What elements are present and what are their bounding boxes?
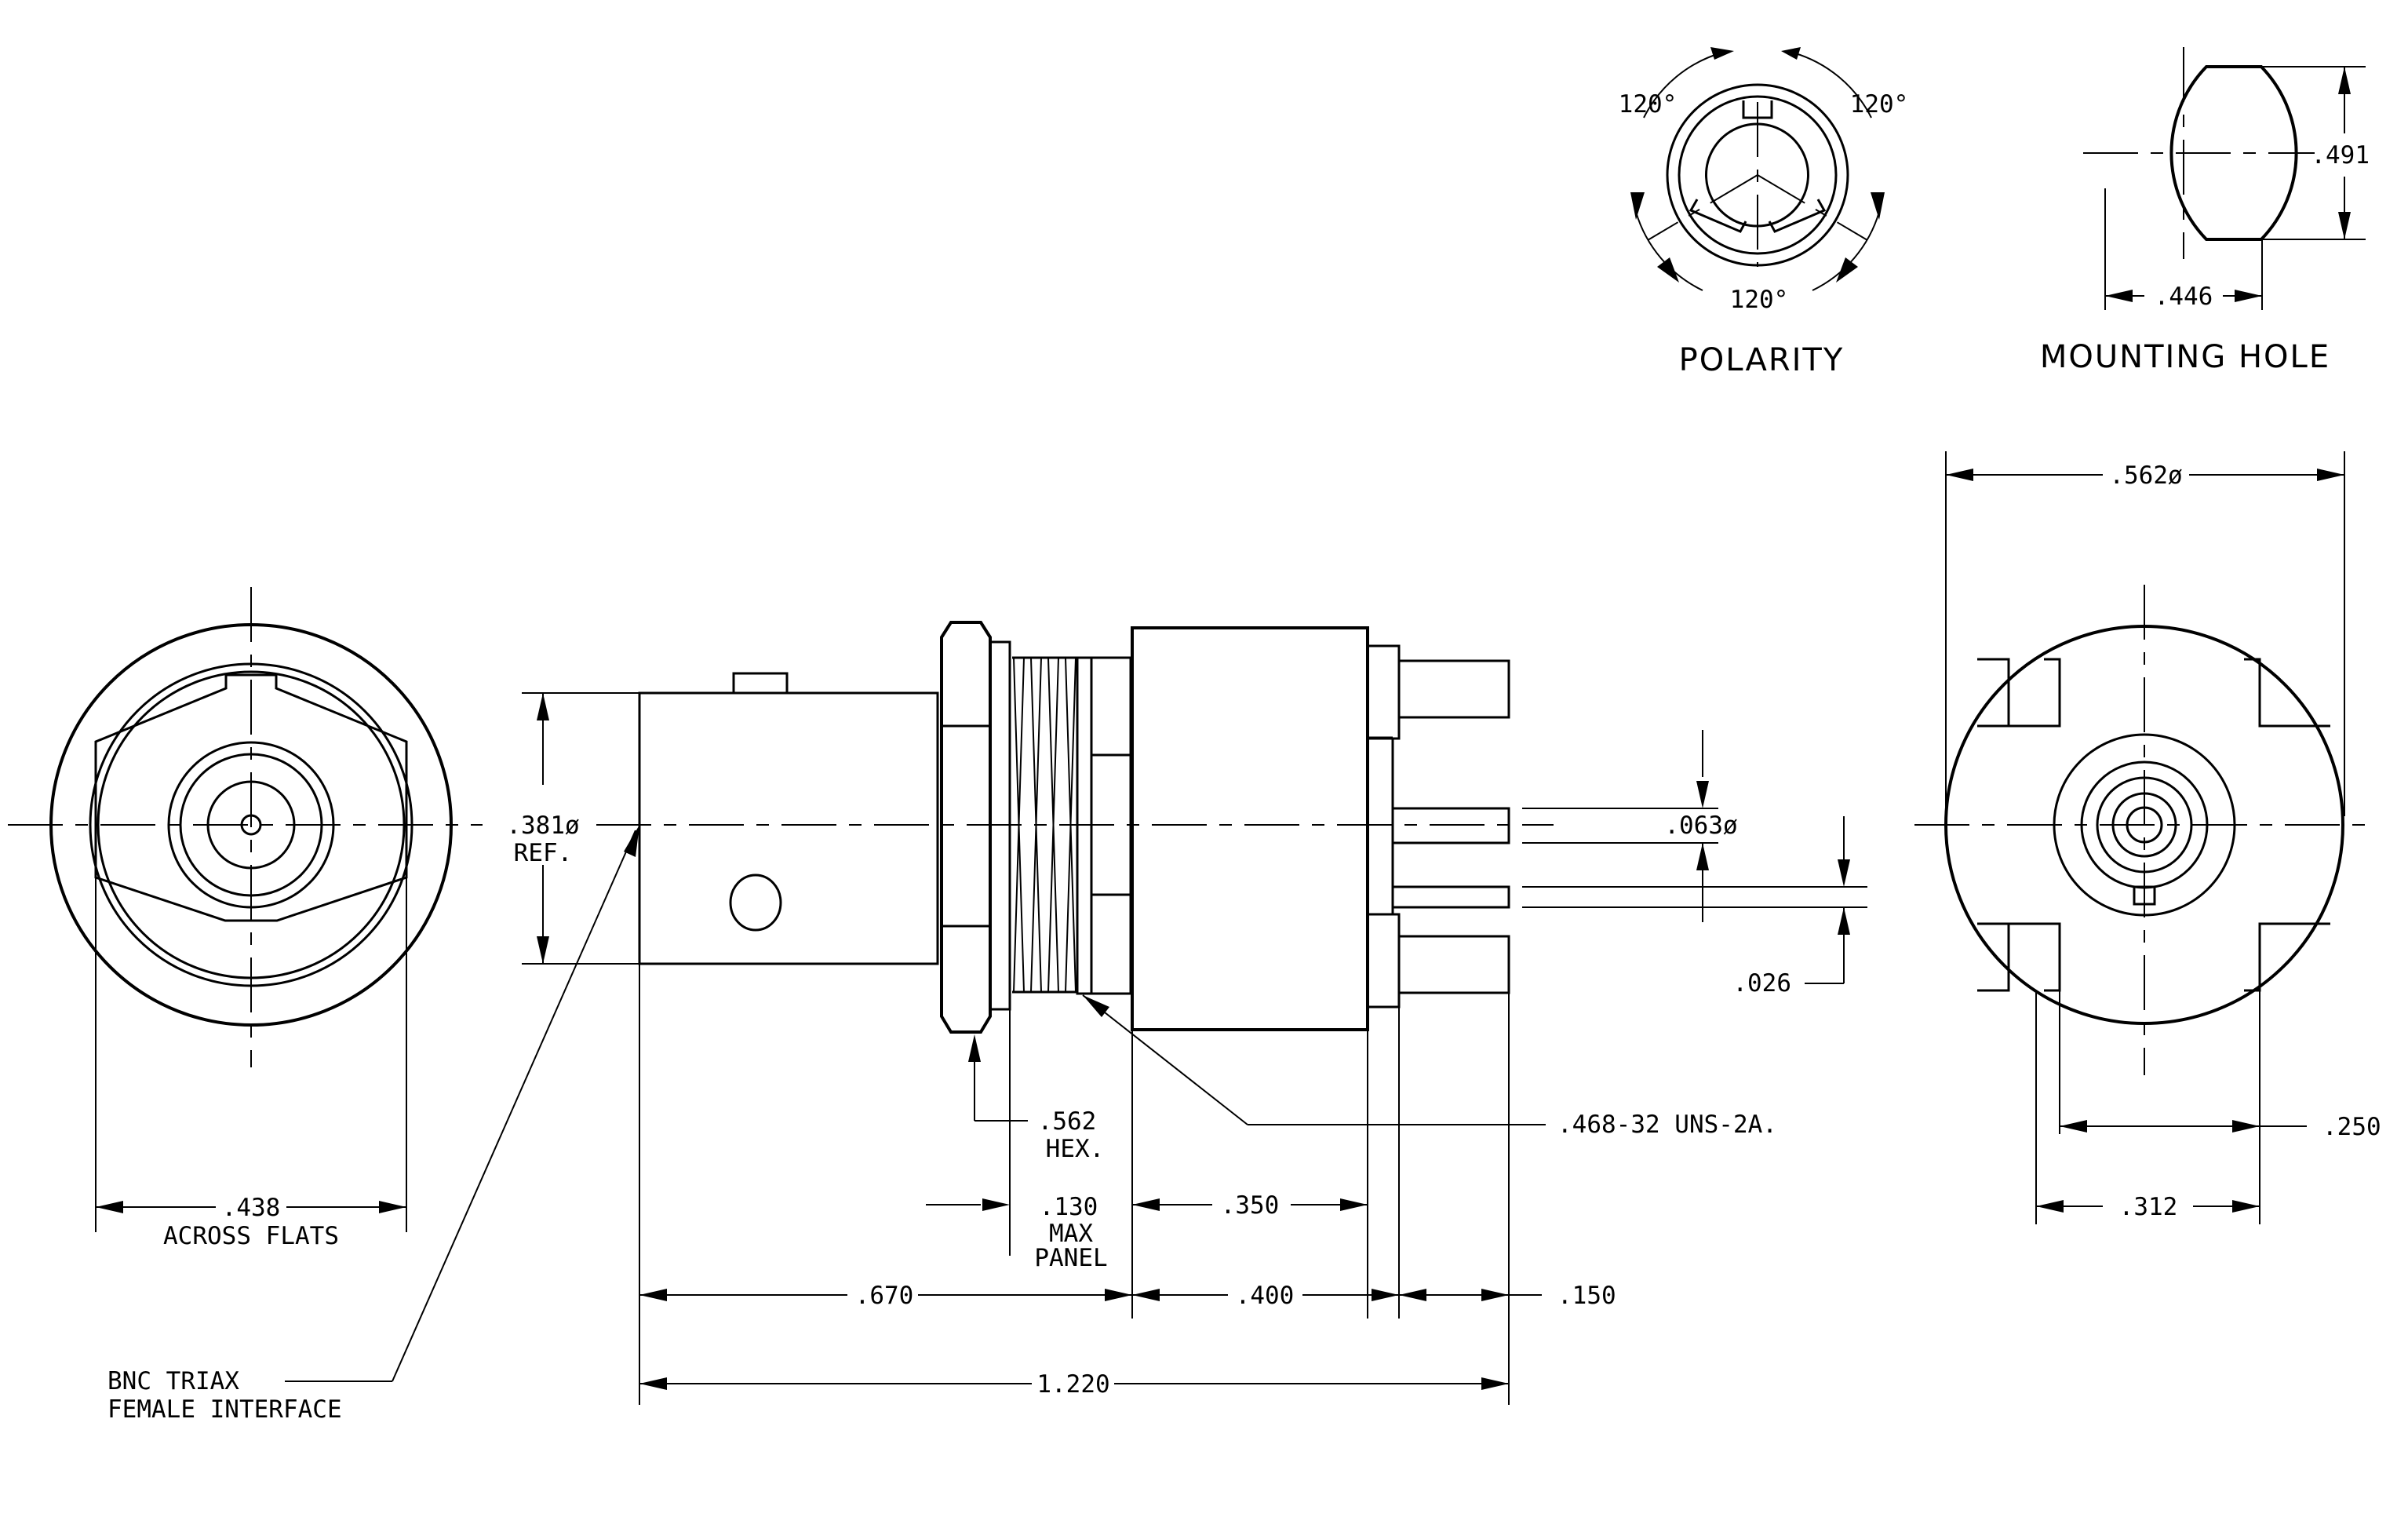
- mounting-hole-caption: MOUNTING HOLE: [2040, 339, 2330, 375]
- panel-label-1: MAX: [1049, 1220, 1093, 1248]
- interface-label-1: BNC TRIAX: [107, 1367, 239, 1395]
- thread-callout: .468-32 UNS-2A.: [1557, 1111, 1777, 1139]
- len-400-dim: .400: [1236, 1282, 1295, 1310]
- panel-label-2: PANEL: [1034, 1244, 1107, 1272]
- len-670-dim: .670: [855, 1282, 914, 1310]
- hex-dim: .562: [1038, 1107, 1097, 1136]
- panel-dim: .130: [1040, 1193, 1098, 1221]
- across-flats-dim: .438: [222, 1194, 281, 1222]
- pin-gap-dim: .026: [1732, 969, 1791, 998]
- mounting-hole-view: .491 .446 MOUNTING HOLE: [2040, 47, 2370, 375]
- rear-dim-312: .312: [2119, 1193, 2178, 1221]
- pin-dia-dim: .063ø: [1664, 812, 1737, 840]
- polarity-caption: POLARITY: [1679, 342, 1845, 378]
- overall-len-dim: 1.220: [1036, 1370, 1109, 1399]
- mounting-width-dim: .446: [2155, 283, 2213, 311]
- thread-section: [1012, 656, 1077, 994]
- front-view: .438 ACROSS FLATS: [8, 587, 483, 1250]
- polarity-angle-top-right: 120°: [1850, 90, 1909, 119]
- ref-label: REF.: [514, 839, 573, 867]
- polarity-angle-bottom: 120°: [1730, 286, 1789, 314]
- interface-label-2: FEMALE INTERFACE: [107, 1395, 342, 1424]
- rear-body-dia-dim: .562ø: [2109, 461, 2182, 490]
- mounting-height-dim: .491: [2311, 141, 2370, 170]
- len-350-dim: .350: [1221, 1191, 1280, 1220]
- across-flats-label: ACROSS FLATS: [163, 1222, 339, 1250]
- rear-dim-250: .250: [2322, 1113, 2381, 1141]
- len-150-dim: .150: [1557, 1282, 1616, 1310]
- rear-view: .562ø .250 .312: [1914, 451, 2381, 1224]
- polarity-view: 120° 120° 120° POLARITY: [1619, 47, 1909, 378]
- side-view: .063ø .026 .381ø REF. BNC TRIAX FEMALE I…: [107, 621, 1867, 1424]
- polarity-angle-top-left: 120°: [1619, 90, 1678, 119]
- hex-label: HEX.: [1046, 1135, 1105, 1163]
- ref-dia-dim: .381ø: [506, 812, 579, 840]
